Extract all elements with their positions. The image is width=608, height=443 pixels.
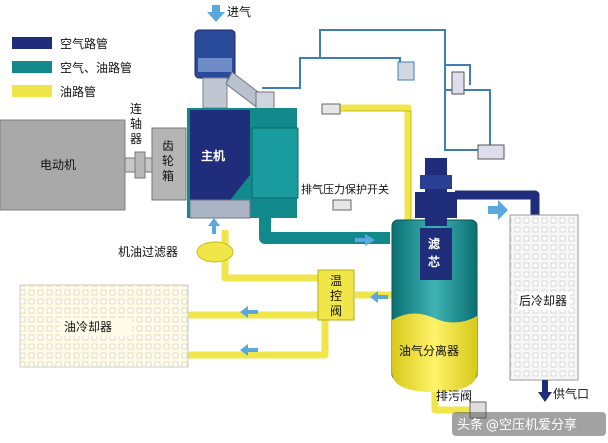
thermo-valve-label-line3: 阀 xyxy=(330,304,342,318)
air-oil-pipes xyxy=(259,215,390,244)
motor-label: 电动机 xyxy=(40,158,76,172)
gearbox-label-line2: 轮 xyxy=(162,154,174,168)
coupling-label-line1: 连 xyxy=(130,101,142,116)
thermo-valve xyxy=(317,269,355,321)
gearbox-label-line1: 齿 xyxy=(162,139,174,153)
supply-arrow xyxy=(538,380,552,402)
gearbox-label-line3: 箱 xyxy=(162,168,174,183)
gearbox xyxy=(151,127,187,201)
flow-arrow-1 xyxy=(370,291,388,303)
separator-tank xyxy=(391,158,478,392)
up-arrow xyxy=(208,218,220,234)
inlet-valve xyxy=(225,71,263,107)
legend-label-oil: 油路管 xyxy=(60,84,96,99)
intake-arrow xyxy=(207,5,225,22)
filter-core-label-line1: 滤 xyxy=(428,236,440,251)
oil-cooler-label: 油冷却器 xyxy=(64,320,112,334)
drain-valve-label: 排污阀 xyxy=(436,389,472,403)
coupling-disc xyxy=(134,151,146,179)
watermark-handle: @空压机爱分享 xyxy=(486,417,577,433)
main-unit-label: 主机 xyxy=(201,148,225,163)
after-cooler-label: 后冷却器 xyxy=(519,294,567,308)
main-unit xyxy=(190,110,250,200)
separator-label: 油气分离器 xyxy=(399,343,459,358)
legend-swatch-air-oil xyxy=(12,61,52,73)
flow-arrow-2 xyxy=(240,306,258,318)
control-valve-1 xyxy=(397,61,415,81)
coupling-label-line2: 轴 xyxy=(130,116,142,131)
flow-arrow-3 xyxy=(240,344,258,356)
thermo-valve-label-line1: 温 xyxy=(330,274,342,288)
filter-core xyxy=(420,228,452,280)
legend-swatch-air xyxy=(12,37,52,49)
exhaust-switch-label: 排气压力保护开关 xyxy=(301,182,389,196)
watermark: 头条 @空压机爱分享 xyxy=(452,412,606,436)
control-valve-3 xyxy=(477,144,505,160)
oil-filter xyxy=(196,241,234,263)
air-arrow xyxy=(488,200,508,220)
legend-swatch-oil xyxy=(12,85,52,97)
legend-label-air: 空气路管 xyxy=(60,36,108,51)
flow-arrow-4 xyxy=(355,234,375,246)
legend-label-air-oil: 空气、油路管 xyxy=(60,60,132,75)
intake-pipe xyxy=(202,77,228,109)
watermark-source: 头条 xyxy=(457,417,483,433)
oil-filter-label: 机油过滤器 xyxy=(118,245,178,259)
motor xyxy=(0,119,126,211)
supply-port-label: 供气口 xyxy=(553,386,589,401)
thermo-valve-label-line2: 控 xyxy=(330,289,342,303)
exhaust-switch xyxy=(332,199,352,211)
intake-label: 进气 xyxy=(227,4,251,19)
legend: 空气路管 空气、油路管 油路管 xyxy=(12,36,132,99)
coupling-label-line3: 器 xyxy=(130,132,142,146)
filter-core-label-line2: 芯 xyxy=(428,254,440,269)
air-pipes xyxy=(455,190,540,215)
control-valve-2 xyxy=(451,71,465,95)
